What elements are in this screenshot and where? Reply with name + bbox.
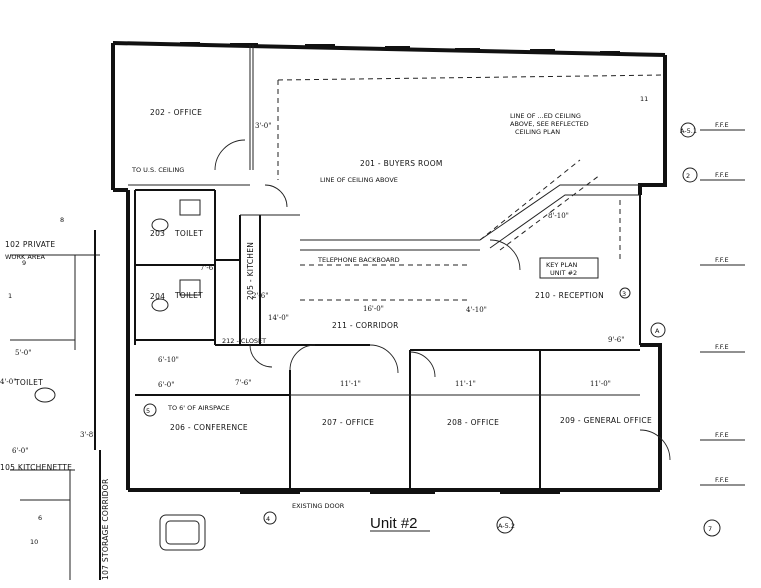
- key-plan-box: [539, 257, 599, 279]
- callout-5: 5: [146, 407, 150, 415]
- exterior-walls: [111, 41, 667, 494]
- margin-note-6: F.F.E: [715, 171, 729, 179]
- dim-11: 16'-0": [363, 305, 384, 313]
- room-201-label: 201 - BUYERS ROOM: [360, 159, 443, 168]
- dim-1: 11'-1": [340, 380, 361, 388]
- note-existing: EXISTING DOOR: [292, 502, 345, 510]
- callout-a51: A-5.1: [680, 127, 697, 135]
- note-key-2: UNIT #2: [550, 269, 577, 277]
- margin-note-3: F.F.E: [715, 431, 729, 439]
- note-ceiling-right-3: CEILING PLAN: [515, 128, 560, 136]
- room-209-label: 209 - GENERAL OFFICE: [560, 416, 652, 425]
- room-203-sub: TOILET: [174, 229, 203, 238]
- callout-10: 10: [30, 538, 38, 546]
- callout-6: 6: [38, 514, 42, 522]
- dim-14: 6'-0": [12, 447, 28, 455]
- dim-7: 6'-10": [158, 356, 179, 364]
- callouts: A-5.1 A-5.2 A 5 4 3 2 7 8 9 1 6 10 11: [8, 95, 712, 546]
- room-labels: 202 - OFFICE 201 - BUYERS ROOM 203 TOILE…: [0, 108, 652, 580]
- notes: LINE OF CEILING ABOVE LINE OF ...ED CEIL…: [131, 112, 599, 510]
- room-211-label: 211 - CORRIDOR: [332, 321, 399, 330]
- room-212-label: 212 - CLOSET: [222, 337, 266, 345]
- margin-note-5: F.F.E: [715, 121, 729, 129]
- dim-8: 3'-0": [255, 122, 271, 130]
- dim-6: 6'-0": [158, 381, 174, 389]
- dim-2: 11'-1": [455, 380, 476, 388]
- room-202-label: 202 - OFFICE: [150, 108, 202, 117]
- room-105-label: 105 KITCHENETTE: [0, 463, 72, 472]
- callout-7: 7: [708, 525, 712, 533]
- dim-4: 7'-6": [235, 379, 251, 387]
- margin-note-2: F.F.E: [715, 343, 729, 351]
- margin-marks: [143, 122, 745, 537]
- dim-5: 7'-6": [200, 264, 216, 272]
- adjacent-unit-walls: [10, 199, 206, 580]
- room-204-label: 204: [150, 292, 165, 301]
- dim-10: 4'-10": [466, 306, 487, 314]
- dim-13: 4'-0": [0, 378, 16, 386]
- note-to-airspace: TO 6' OF AIRSPACE: [167, 404, 230, 412]
- room-206-label: 206 - CONFERENCE: [170, 423, 248, 432]
- margin-note-1: F.F.E: [715, 256, 729, 264]
- room-102-label: 102 PRIVATE: [5, 240, 55, 249]
- callout-a: A: [655, 327, 660, 335]
- callout-2: 2: [686, 172, 690, 180]
- room-204-sub: TOILET: [174, 291, 203, 300]
- room-208-label: 208 - OFFICE: [447, 418, 499, 427]
- dim-16: 3'-8": [80, 431, 96, 439]
- note-telephone: TELEPHONE BACKBOARD: [317, 256, 400, 264]
- callout-4: 4: [266, 515, 270, 523]
- unit-title: Unit #2: [370, 515, 418, 532]
- note-ceiling-top: LINE OF CEILING ABOVE: [320, 176, 398, 184]
- room-205-label: 205 - KITCHEN: [246, 242, 255, 300]
- margin-notes: F.F.E F.F.E F.F.E F.F.E F.F.E F.F.E: [715, 121, 729, 484]
- room-210-label: 210 - RECEPTION: [535, 291, 604, 300]
- dim-17: 2'-6": [252, 292, 268, 300]
- callout-11: 11: [640, 95, 648, 103]
- dim-3: 11'-0": [590, 380, 611, 388]
- room-102-sub: WORK AREA: [5, 253, 45, 261]
- callout-9: 9: [22, 259, 26, 267]
- note-ceiling-right-2: ABOVE, SEE REFLECTED: [510, 120, 589, 128]
- interior-walls: [128, 45, 640, 490]
- room-203-label: 203: [150, 229, 165, 238]
- room-207-label: 207 - OFFICE: [322, 418, 374, 427]
- callout-8: 8: [60, 216, 64, 224]
- dim-12: 5'-0": [15, 349, 31, 357]
- note-key: KEY PLAN: [546, 261, 578, 269]
- callout-3: 3: [622, 290, 626, 298]
- callout-1: 1: [8, 292, 12, 300]
- dim-18: 9'-6": [608, 336, 624, 344]
- margin-note-4: F.F.E: [715, 476, 729, 484]
- callout-a52: A-5.2: [498, 522, 515, 530]
- note-to-ceiling: TO U.S. CEILING: [131, 166, 184, 174]
- door-swings: [214, 139, 671, 461]
- room-107-label: 107 STORAGE CORRIDOR: [101, 479, 110, 580]
- dim-9: 8'-10": [548, 212, 569, 220]
- dim-15: 14'-0": [268, 314, 289, 322]
- dimensions: 11'-1" 11'-1" 11'-0" 7'-6" 7'-6" 6'-0" 6…: [0, 122, 624, 455]
- note-ceiling-right-1: LINE OF ...ED CEILING: [510, 112, 581, 120]
- ceiling-lines: [277, 74, 666, 301]
- toilet-label: TOILET: [14, 378, 43, 387]
